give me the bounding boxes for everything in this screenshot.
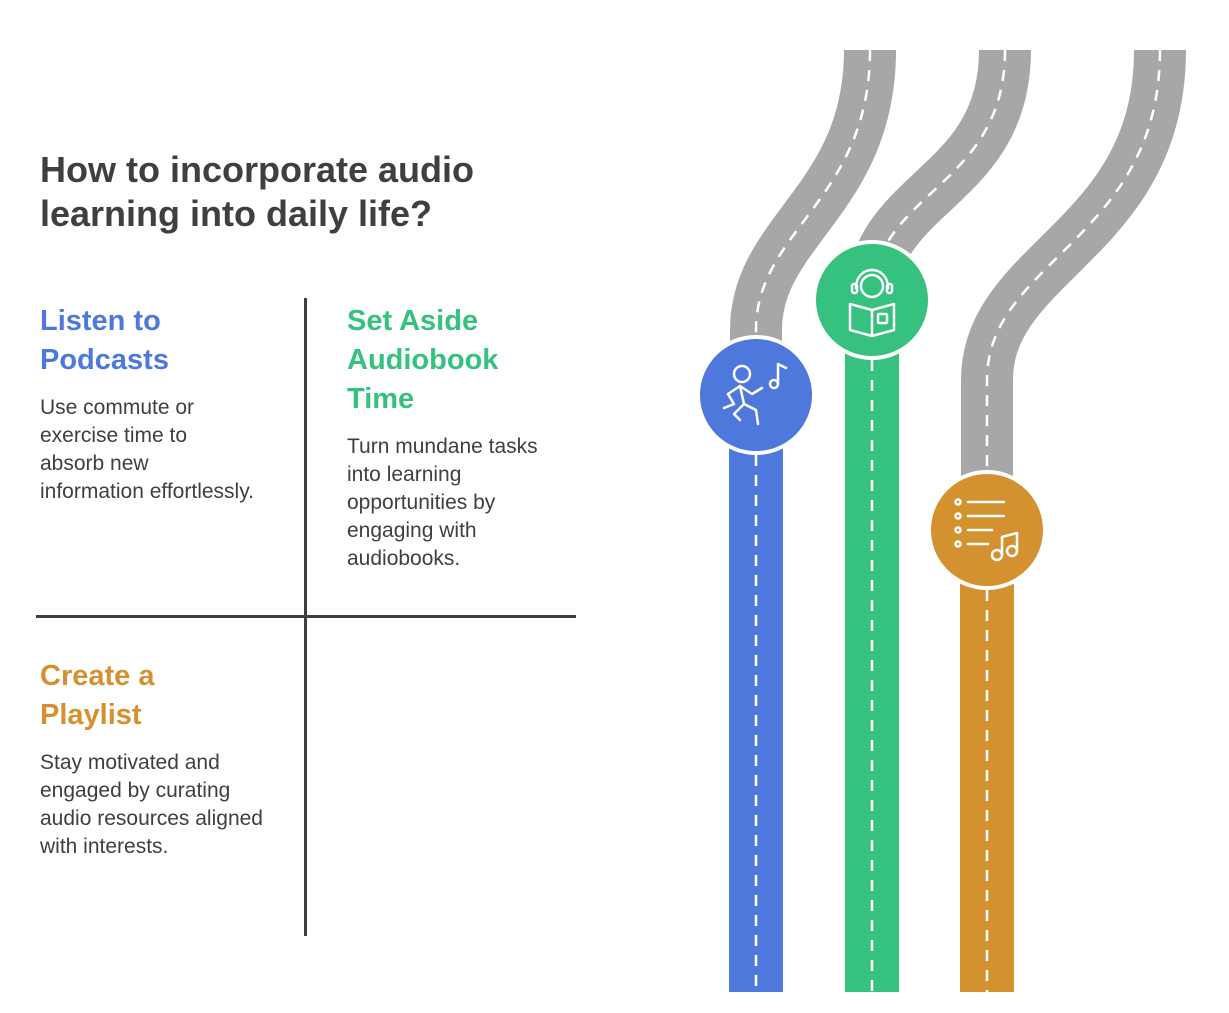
item-description: Stay motivated and engaged by curating a… xyxy=(40,751,263,858)
road-audiobook-colored xyxy=(845,300,899,992)
runner-music-icon xyxy=(696,335,816,455)
road-podcasts-colored xyxy=(729,395,783,992)
road-playlist-grey xyxy=(961,49,1186,530)
playlist-music-icon xyxy=(927,470,1047,590)
item-heading: Listen to Podcasts xyxy=(40,305,169,376)
road-playlist-colored xyxy=(960,530,1014,992)
road-podcasts-grey xyxy=(730,49,896,345)
item-listen-to-podcasts: Listen to Podcasts Use commute or exerci… xyxy=(40,302,255,506)
item-set-aside-audiobook-time: Set Aside Audiobook Time Turn mundane ta… xyxy=(347,302,572,573)
item-heading: Set Aside Audiobook Time xyxy=(347,305,499,415)
horizontal-divider xyxy=(36,615,576,618)
item-description: Turn mundane tasks into learning opportu… xyxy=(347,435,538,570)
page-title: How to incorporate audio learning into d… xyxy=(40,149,475,234)
item-description: Use commute or exercise time to absorb n… xyxy=(40,396,254,503)
item-heading: Create a Playlist xyxy=(40,660,155,731)
reader-headphones-icon xyxy=(812,240,932,360)
item-create-a-playlist: Create a Playlist Stay motivated and eng… xyxy=(40,657,265,861)
